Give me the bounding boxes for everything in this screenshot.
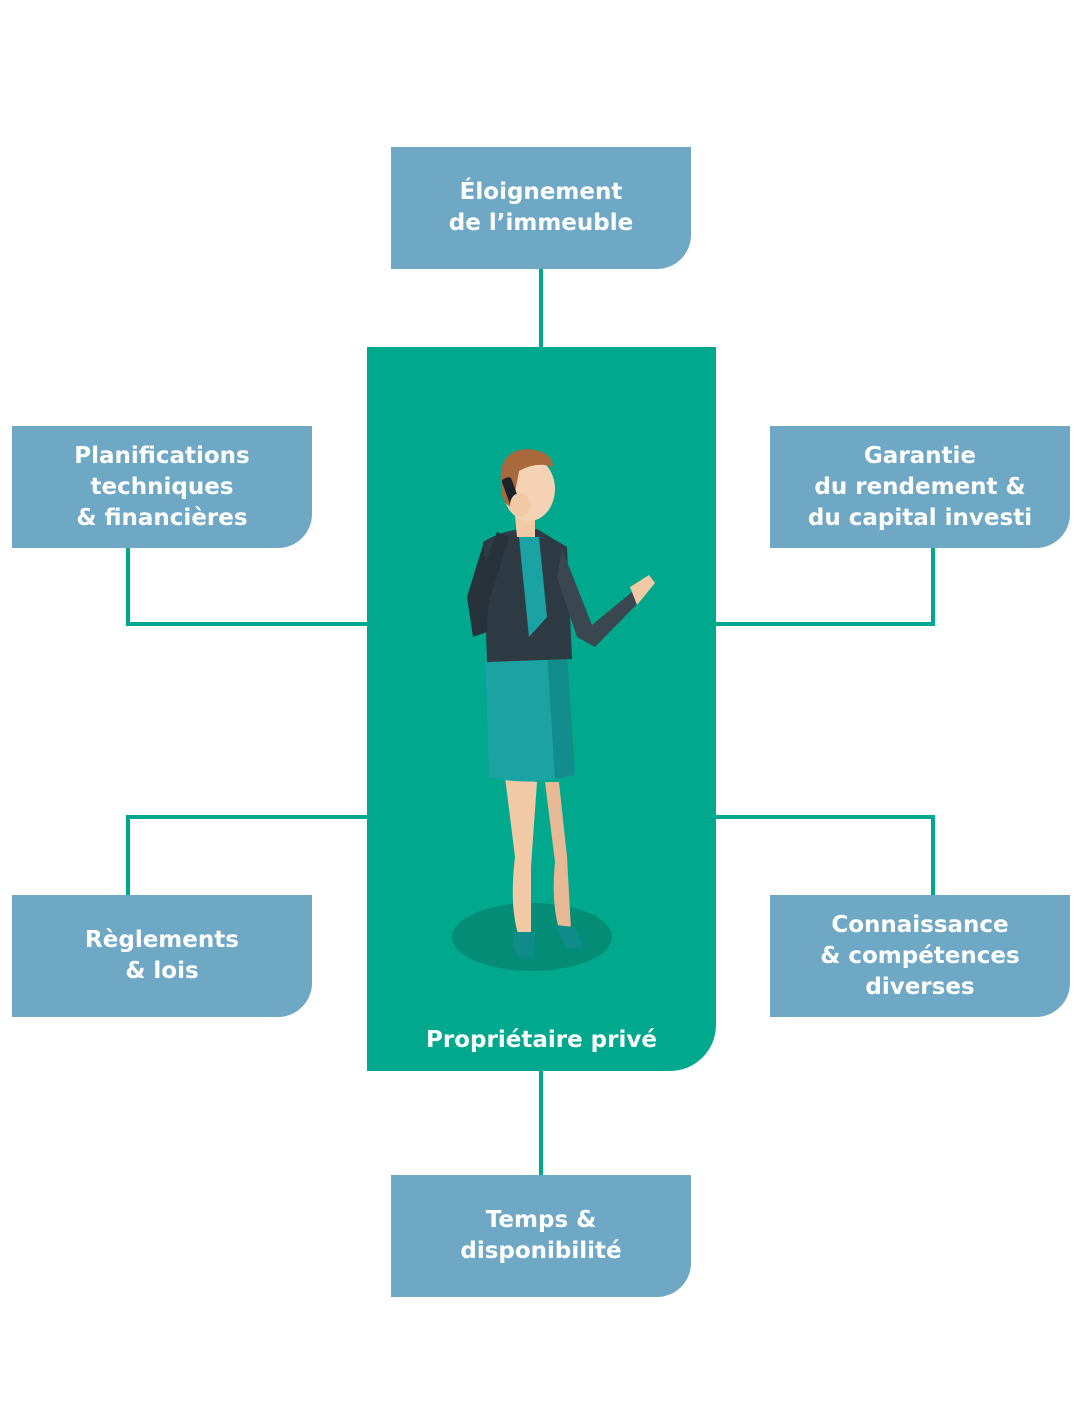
connector-bottom-right	[716, 815, 935, 896]
box-temps: Temps & disponibilité	[391, 1175, 691, 1297]
connector-bottom-left	[126, 815, 368, 896]
center-label: Propriétaire privé	[426, 1027, 657, 1053]
box-garantie-label: Garantie du rendement & du capital inves…	[807, 442, 1033, 531]
box-eloignement: Éloignement de l’immeuble	[391, 147, 691, 269]
box-eloignement-label: Éloignement de l’immeuble	[448, 179, 634, 236]
box-planifications-label: Planifications techniques & financières	[74, 442, 250, 531]
box-garantie: Garantie du rendement & du capital inves…	[770, 426, 1070, 548]
box-connaissance-label: Connaissance & compétences diverses	[820, 911, 1020, 1000]
box-planifications: Planifications techniques & financières	[12, 426, 312, 548]
box-temps-label: Temps & disponibilité	[460, 1207, 622, 1264]
box-reglements: Règlements & lois	[12, 895, 312, 1017]
center-panel: Propriétaire privé	[367, 347, 716, 1071]
box-reglements-label: Règlements & lois	[85, 927, 239, 984]
box-connaissance: Connaissance & compétences diverses	[770, 895, 1070, 1017]
businesswoman-on-phone-illustration	[452, 449, 655, 971]
connector-top-right	[716, 546, 935, 626]
connector-top-left	[126, 546, 368, 626]
